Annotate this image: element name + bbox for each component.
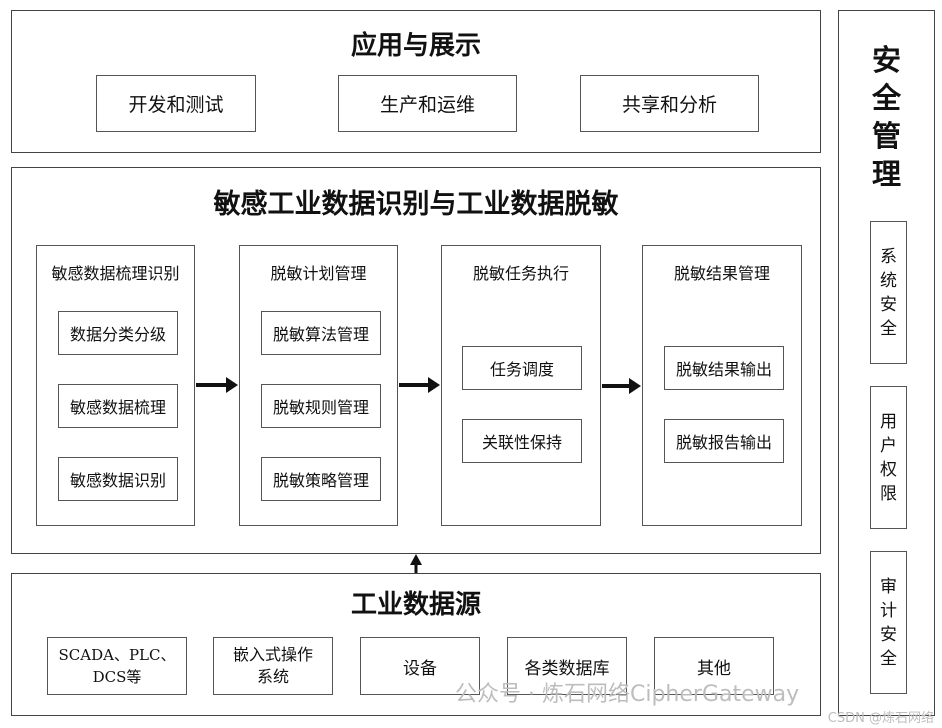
security-management-title: 安 全 管 理: [839, 41, 934, 193]
column-item: 关联性保持: [462, 419, 582, 463]
source-line: DCS等: [92, 668, 142, 686]
column-masking-result: 脱敏结果管理 脱敏结果输出 脱敏报告输出: [642, 245, 802, 526]
column-masking-task: 脱敏任务执行 任务调度 关联性保持: [441, 245, 601, 526]
column-item-label: 脱敏结果输出: [675, 360, 772, 379]
side-char: 安: [880, 294, 897, 315]
title-char: 安: [871, 43, 901, 77]
column-title: 脱敏任务执行: [472, 264, 569, 283]
column-item: 脱敏算法管理: [261, 311, 381, 355]
source-scada-box: SCADA、PLC、 DCS等: [47, 637, 187, 695]
column-item-label: 脱敏报告输出: [675, 433, 772, 452]
masking-panel-title: 敏感工业数据识别与工业数据脱敏: [213, 189, 619, 220]
source-device-box: 设备: [360, 637, 480, 695]
production-ops-label: 生产和运维: [379, 94, 475, 116]
data-source-panel: 工业数据源 SCADA、PLC、 DCS等 嵌入式操作 系统 设备 各类数据库 …: [11, 573, 821, 716]
source-databases-box: 各类数据库: [507, 637, 627, 695]
source-embedded-os-box: 嵌入式操作 系统: [213, 637, 333, 695]
side-char: 统: [880, 270, 897, 291]
column-item-label: 敏感数据识别: [69, 471, 166, 490]
source-other-box: 其他: [654, 637, 774, 695]
column-item-label: 任务调度: [489, 360, 554, 379]
side-char: 权: [880, 459, 897, 480]
column-item-label: 脱敏策略管理: [272, 471, 369, 490]
column-sensitive-identification: 敏感数据梳理识别 数据分类分级 敏感数据梳理 敏感数据识别: [36, 245, 195, 526]
audit-security-box: 审 计 安 全: [870, 551, 907, 694]
column-item: 脱敏报告输出: [664, 419, 784, 463]
application-display-panel: 应用与展示 开发和测试 生产和运维 共享和分析: [11, 10, 821, 153]
watermark-text: 公众号 · 炼石网络CipherGateway: [455, 682, 800, 707]
column-item: 敏感数据梳理: [58, 384, 178, 428]
column-item-label: 脱敏规则管理: [272, 398, 369, 417]
source-line: 设备: [403, 658, 437, 679]
column-masking-plan: 脱敏计划管理 脱敏算法管理 脱敏规则管理 脱敏策略管理: [239, 245, 398, 526]
dev-test-label: 开发和测试: [128, 94, 224, 116]
column-title: 脱敏结果管理: [673, 264, 770, 283]
column-item: 脱敏结果输出: [664, 346, 784, 390]
column-item: 数据分类分级: [58, 311, 178, 355]
column-item: 脱敏策略管理: [261, 457, 381, 501]
upward-arrow: [410, 554, 422, 574]
side-char: 用: [880, 411, 897, 432]
security-management-panel: 安 全 管 理 系 统 安 全 用 户 权 限 审 计 安 全: [838, 10, 935, 716]
share-analysis-box: 共享和分析: [580, 75, 759, 132]
user-permission-box: 用 户 权 限: [870, 386, 907, 529]
side-char: 户: [880, 435, 897, 456]
side-char: 安: [880, 624, 897, 645]
column-title: 敏感数据梳理识别: [51, 264, 180, 283]
column-item: 敏感数据识别: [58, 457, 178, 501]
column-item-label: 敏感数据梳理: [69, 398, 166, 417]
source-line: 系统: [256, 667, 289, 686]
source-line: 各类数据库: [524, 658, 610, 679]
title-char: 全: [871, 81, 901, 115]
side-char: 系: [880, 246, 897, 267]
source-line: 其他: [697, 658, 731, 679]
column-item-label: 数据分类分级: [69, 325, 166, 344]
production-ops-box: 生产和运维: [338, 75, 517, 132]
masking-panel: 敏感工业数据识别与工业数据脱敏 敏感数据梳理识别 数据分类分级 敏感数据梳理 敏…: [11, 167, 821, 554]
side-char: 全: [880, 648, 897, 669]
side-char: 审: [880, 576, 897, 597]
column-title: 脱敏计划管理: [270, 264, 367, 283]
source-line: 嵌入式操作: [232, 645, 313, 664]
credit-text: CSDN @炼石网络: [827, 711, 934, 726]
column-item: 脱敏规则管理: [261, 384, 381, 428]
system-security-box: 系 统 安 全: [870, 221, 907, 364]
title-char: 理: [871, 157, 901, 191]
dev-test-box: 开发和测试: [96, 75, 256, 132]
data-source-title: 工业数据源: [350, 590, 481, 620]
column-item-label: 关联性保持: [481, 433, 562, 452]
application-display-title: 应用与展示: [350, 31, 481, 61]
title-char: 管: [871, 119, 901, 153]
flow-arrow: [602, 378, 641, 394]
share-analysis-label: 共享和分析: [621, 94, 717, 116]
column-item-label: 脱敏算法管理: [272, 325, 369, 344]
flow-arrow: [196, 377, 238, 393]
side-char: 计: [880, 600, 897, 621]
flow-arrow: [399, 377, 440, 393]
column-item: 任务调度: [462, 346, 582, 390]
side-char: 限: [880, 483, 897, 504]
source-line: SCADA、PLC、: [58, 646, 176, 664]
side-char: 全: [880, 318, 897, 339]
